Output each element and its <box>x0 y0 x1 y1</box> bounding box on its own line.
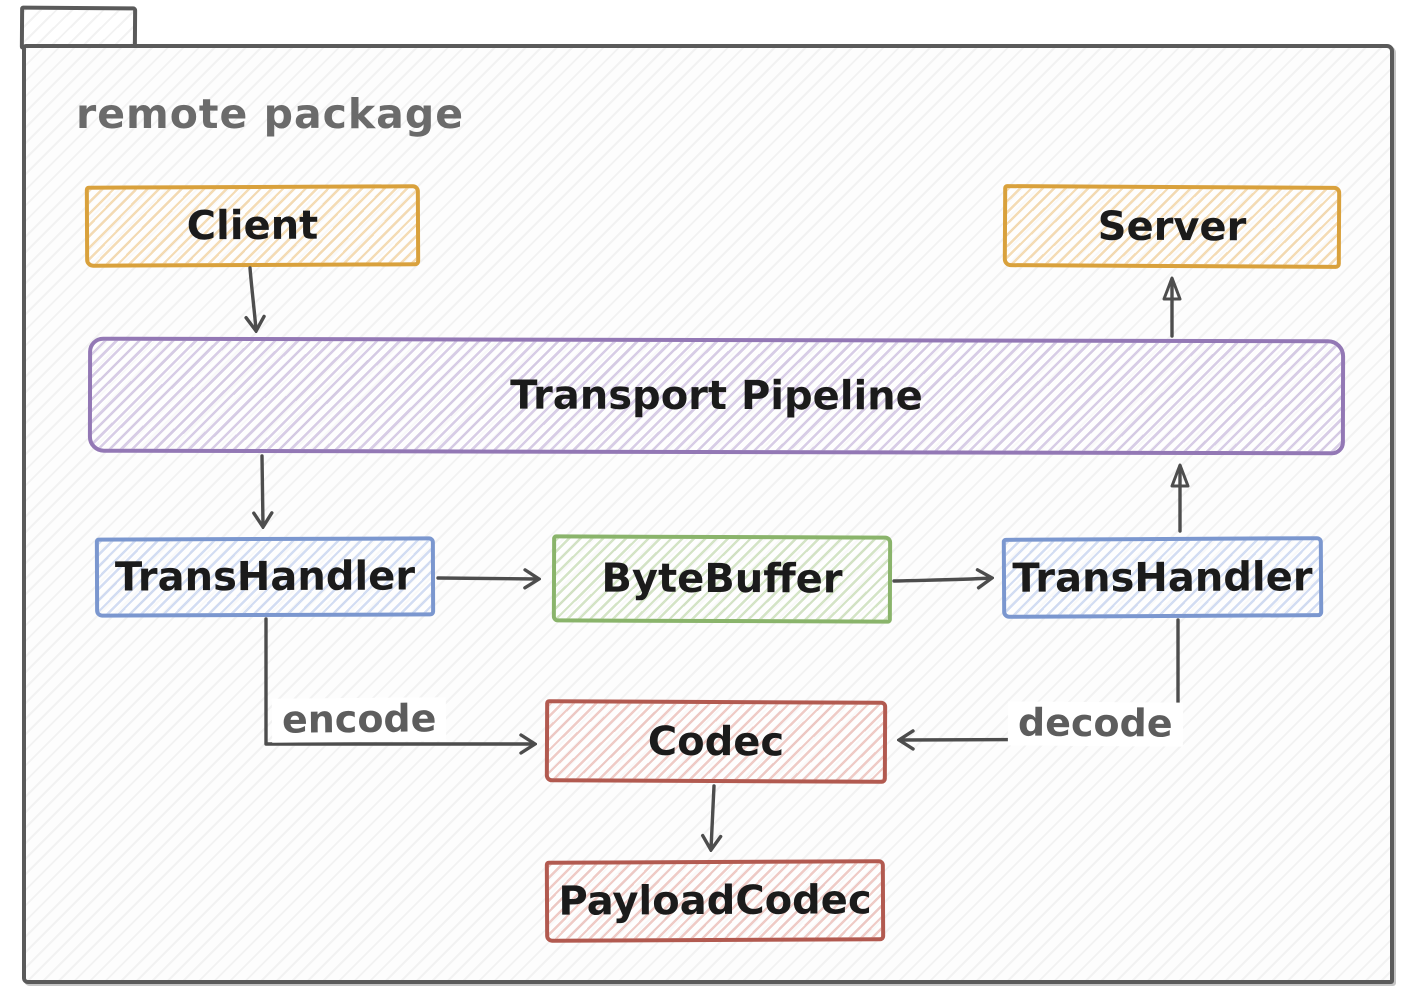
edge-label-decode: decode <box>1007 700 1183 747</box>
node-server: Server <box>1002 184 1342 269</box>
node-label: Server <box>1097 203 1247 250</box>
node-transhandler-left: TransHandler <box>94 536 436 618</box>
node-payloadcodec: PayloadCodec <box>544 859 886 943</box>
node-label: TransHandler <box>1012 553 1313 602</box>
node-label: ByteBuffer <box>601 555 843 603</box>
node-label: Client <box>186 202 319 250</box>
package-title: remote package <box>76 90 465 138</box>
node-label: Transport Pipeline <box>510 372 923 420</box>
node-codec: Codec <box>544 699 888 784</box>
node-transhandler-right: TransHandler <box>1001 536 1324 619</box>
node-label: TransHandler <box>114 553 416 601</box>
node-label: PayloadCodec <box>558 877 872 925</box>
node-label: Codec <box>647 718 785 765</box>
edge-label-encode: encode <box>271 696 447 743</box>
node-client: Client <box>84 184 421 268</box>
node-bytebuffer: ByteBuffer <box>551 534 893 624</box>
node-transport-pipeline: Transport Pipeline <box>87 336 1346 456</box>
